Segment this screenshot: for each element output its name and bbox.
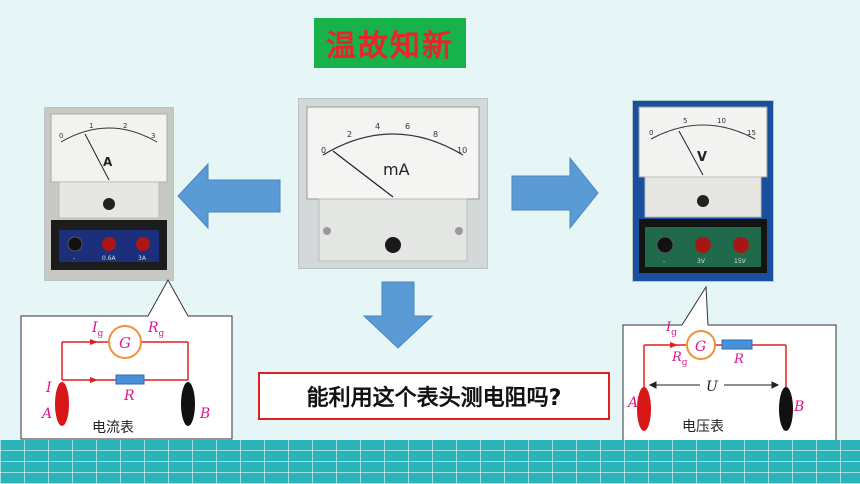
ammeter-photo: 0 1 2 3 A - 0.6A 3A — [45, 108, 173, 280]
voltmeter-adjust-knob — [697, 195, 709, 207]
ammeter-circuit-diagram: G Ig Rg R I A B 电流表 — [20, 278, 233, 440]
ammeter-scale-0: 0 — [59, 132, 63, 140]
ma-scale-3: 6 — [405, 122, 410, 131]
resistance-g-label: Rg — [147, 320, 165, 339]
ma-adjust-knob — [385, 237, 401, 253]
terminal-a-icon — [637, 387, 651, 431]
terminal-a-icon — [55, 382, 69, 426]
terminal-b-icon — [181, 382, 195, 426]
milliammeter-photo: 0 2 4 6 8 10 mA — [299, 99, 487, 268]
terminal-a-label: A — [626, 395, 638, 411]
voltmeter-terminal-3v — [695, 237, 711, 253]
terminal-a-label: A — [40, 406, 52, 422]
voltmeter-unit: V — [697, 150, 707, 165]
current-g-label: Ig — [665, 320, 677, 338]
arrow-right-icon — [511, 156, 599, 230]
current-g-label: Ig — [91, 320, 104, 339]
ammeter-terminal-label-0: - — [73, 255, 75, 262]
voltmeter-scale-2: 10 — [717, 117, 726, 125]
question-text: 能利用这个表头测电阻吗? — [306, 386, 562, 411]
ma-scale-5: 10 — [457, 146, 467, 155]
page-title: 温故知新 — [326, 29, 454, 64]
ma-unit: mA — [383, 160, 410, 179]
arrow-left-icon — [177, 162, 281, 230]
voltmeter-circuit-diagram: G Ig Rg R U A B 电压表 — [622, 285, 837, 453]
resistor-label: R — [733, 352, 744, 367]
ma-scale-2: 4 — [375, 122, 380, 131]
terminal-b-icon — [779, 387, 793, 431]
series-resistor-icon — [721, 339, 753, 350]
ammeter-needle — [84, 133, 110, 181]
ma-scale-4: 8 — [433, 130, 438, 139]
ammeter-scale-2: 2 — [123, 122, 127, 130]
ammeter-terminal-3a — [136, 237, 150, 251]
ammeter-unit: A — [103, 155, 113, 169]
voltmeter-terminal-label-2: 15V — [734, 258, 747, 265]
voltmeter-scale-3: 15 — [747, 129, 756, 137]
question-box: 能利用这个表头测电阻吗? — [258, 372, 610, 420]
ammeter-terminal-0-6a — [102, 237, 116, 251]
resistance-g-label: Rg — [671, 350, 688, 368]
terminal-b-label: B — [199, 406, 210, 422]
ma-scale-0: 0 — [321, 146, 326, 155]
arrow-down-icon — [362, 281, 434, 349]
resistor-label: R — [123, 388, 135, 404]
voltmeter-terminal-15v — [733, 237, 749, 253]
voltmeter-caption: 电压表 — [682, 419, 724, 435]
voltmeter-photo: 0 5 10 15 V - 3V 15V — [633, 101, 773, 281]
current-label: I — [45, 380, 52, 396]
voltage-label: U — [706, 379, 719, 395]
ammeter-adjust-knob — [103, 198, 115, 210]
voltmeter-scale-0: 0 — [649, 129, 653, 137]
galvanometer-label: G — [695, 339, 706, 355]
title-banner: 温故知新 — [314, 18, 466, 68]
ammeter-terminal-label-2: 3A — [138, 255, 147, 262]
voltmeter-terminal-negative — [656, 236, 674, 254]
bottom-decorative-band — [0, 440, 860, 484]
voltmeter-needle — [678, 130, 704, 176]
galvanometer-icon — [108, 325, 142, 359]
ammeter-scale-3: 3 — [151, 132, 155, 140]
ma-needle — [332, 150, 394, 198]
ammeter-terminal-negative — [67, 236, 83, 252]
galvanometer-icon — [686, 330, 716, 360]
voltmeter-terminal-label-1: 3V — [697, 258, 706, 265]
voltmeter-scale-1: 5 — [683, 117, 687, 125]
ma-scale-1: 2 — [347, 130, 352, 139]
ammeter-caption: 电流表 — [92, 420, 134, 436]
terminal-b-label: B — [793, 399, 804, 415]
shunt-resistor-icon — [115, 374, 145, 385]
ammeter-scale-1: 1 — [89, 122, 93, 130]
voltmeter-terminal-label-0: - — [663, 258, 665, 265]
ammeter-terminal-label-1: 0.6A — [102, 255, 117, 262]
galvanometer-label: G — [119, 334, 131, 352]
